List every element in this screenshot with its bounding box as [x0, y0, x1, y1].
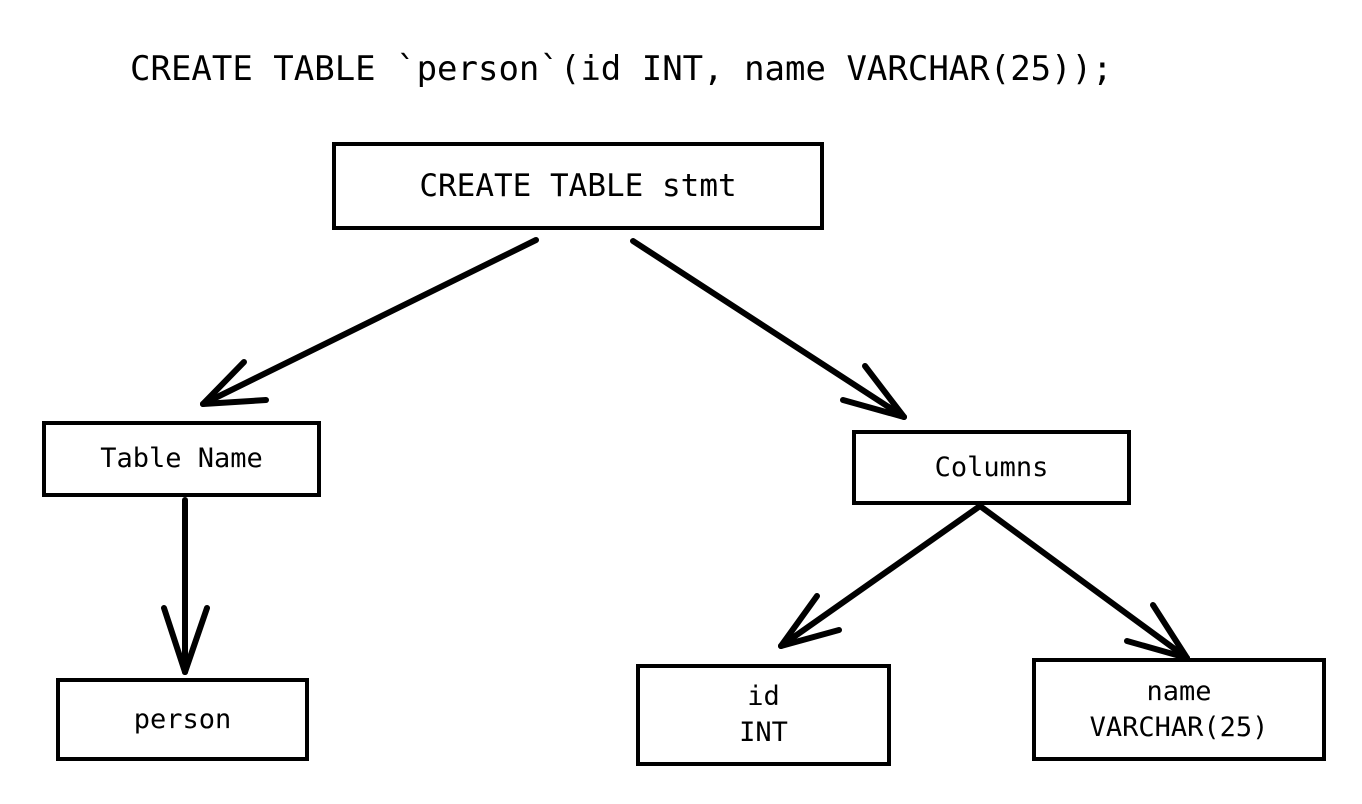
node-column-name-type: VARCHAR(25): [1089, 711, 1269, 743]
edge-columns-to-col-id: [778, 503, 983, 649]
edge-table-name-to-person: [161, 497, 210, 675]
node-column-id[interactable]: id INT: [636, 664, 891, 766]
node-columns-label: Columns: [934, 451, 1049, 483]
edge-root-to-table-name: [200, 237, 539, 407]
edge-root-to-columns: [630, 238, 907, 420]
node-person[interactable]: person: [56, 678, 309, 761]
node-columns[interactable]: Columns: [852, 430, 1131, 505]
node-column-id-name: id: [747, 681, 780, 712]
node-person-label: person: [133, 703, 232, 735]
node-root-label: CREATE TABLE stmt: [419, 168, 737, 204]
node-table-name[interactable]: Table Name: [42, 421, 321, 497]
node-column-id-type: INT: [739, 717, 788, 748]
sql-statement-caption: CREATE TABLE `person`(id INT, name VARCH…: [130, 49, 1113, 89]
edge-columns-to-col-name: [977, 503, 1190, 661]
node-create-table-stmt[interactable]: CREATE TABLE stmt: [332, 142, 824, 230]
node-column-name[interactable]: name VARCHAR(25): [1032, 658, 1326, 761]
node-table-name-label: Table Name: [100, 443, 263, 474]
node-column-name-name: name: [1146, 675, 1212, 707]
